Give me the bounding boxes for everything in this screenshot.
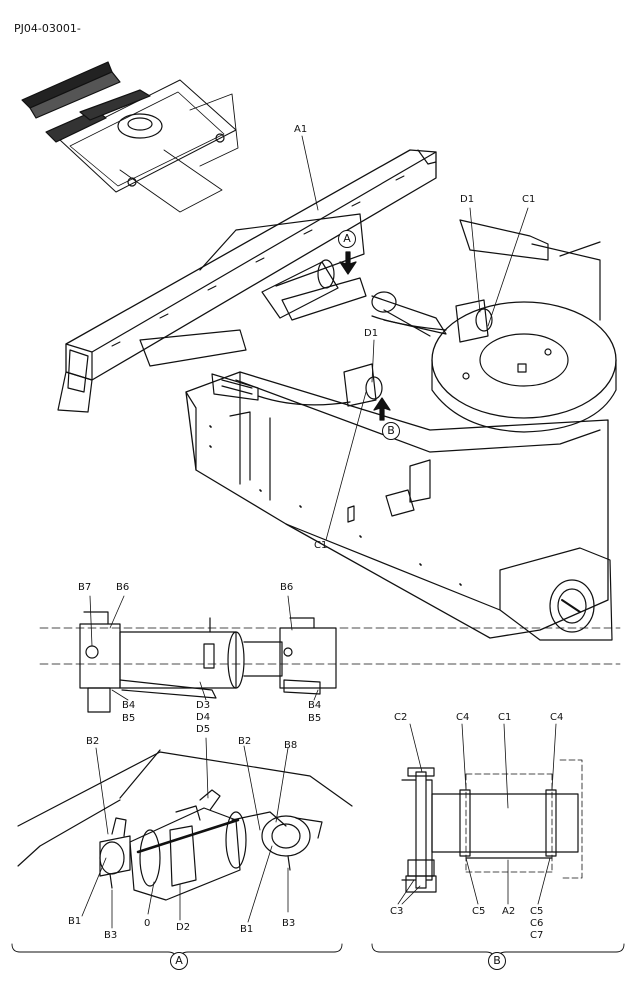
view-a-callout: A bbox=[338, 230, 356, 248]
detail-b-view bbox=[401, 759, 583, 893]
leader-lines-b bbox=[397, 723, 557, 905]
detail-a-view bbox=[17, 749, 353, 901]
leader-lines-mid bbox=[89, 595, 319, 701]
section-a-label: A bbox=[170, 952, 188, 970]
label-a2: A2 bbox=[502, 906, 516, 917]
view-arrows bbox=[339, 251, 391, 421]
label-c1-low: C1 bbox=[314, 540, 328, 551]
label-c3: C3 bbox=[390, 906, 404, 917]
label-d1-top: D1 bbox=[460, 194, 475, 205]
label-b6-left: B6 bbox=[116, 582, 130, 593]
label-b3-left: B3 bbox=[104, 930, 118, 941]
label-b2-right: B2 bbox=[238, 736, 252, 747]
label-c4-left: C4 bbox=[456, 712, 470, 723]
label-zero: 0 bbox=[144, 918, 151, 929]
label-c5-left: C5 bbox=[472, 906, 486, 917]
label-c7: C7 bbox=[530, 930, 544, 941]
section-brackets bbox=[11, 943, 625, 961]
label-c1-detail: C1 bbox=[498, 712, 512, 723]
label-b3-right: B3 bbox=[282, 918, 296, 929]
machine-thumbnail bbox=[21, 61, 239, 213]
label-a1: A1 bbox=[294, 124, 308, 135]
label-b6-right: B6 bbox=[280, 582, 294, 593]
label-c2: C2 bbox=[394, 712, 408, 723]
label-b1-right: B1 bbox=[240, 924, 254, 935]
label-b1-left: B1 bbox=[68, 916, 82, 927]
label-c4-right: C4 bbox=[550, 712, 564, 723]
cylinder-side-view bbox=[39, 611, 621, 713]
label-c6: C6 bbox=[530, 918, 544, 929]
label-d1-mid: D1 bbox=[364, 328, 379, 339]
label-b5-right: B5 bbox=[308, 713, 322, 724]
label-c5-right: C5 bbox=[530, 906, 544, 917]
view-b-callout: B bbox=[382, 422, 400, 440]
label-b4-right: B4 bbox=[308, 700, 322, 711]
document-code: PJ04-03001- bbox=[14, 22, 81, 35]
label-d5: D5 bbox=[196, 724, 211, 735]
label-b5-left: B5 bbox=[122, 713, 136, 724]
label-b4-left: B4 bbox=[122, 700, 136, 711]
label-d2: D2 bbox=[176, 922, 191, 933]
leader-lines-top bbox=[301, 135, 529, 541]
section-b-label: B bbox=[488, 952, 506, 970]
label-b7: B7 bbox=[78, 582, 92, 593]
leader-lines-a bbox=[81, 737, 289, 929]
label-c1-top: C1 bbox=[522, 194, 536, 205]
label-d3: D3 bbox=[196, 700, 211, 711]
label-b2-left: B2 bbox=[86, 736, 100, 747]
label-b8: B8 bbox=[284, 740, 298, 751]
main-frame bbox=[57, 149, 617, 641]
label-d4: D4 bbox=[196, 712, 211, 723]
